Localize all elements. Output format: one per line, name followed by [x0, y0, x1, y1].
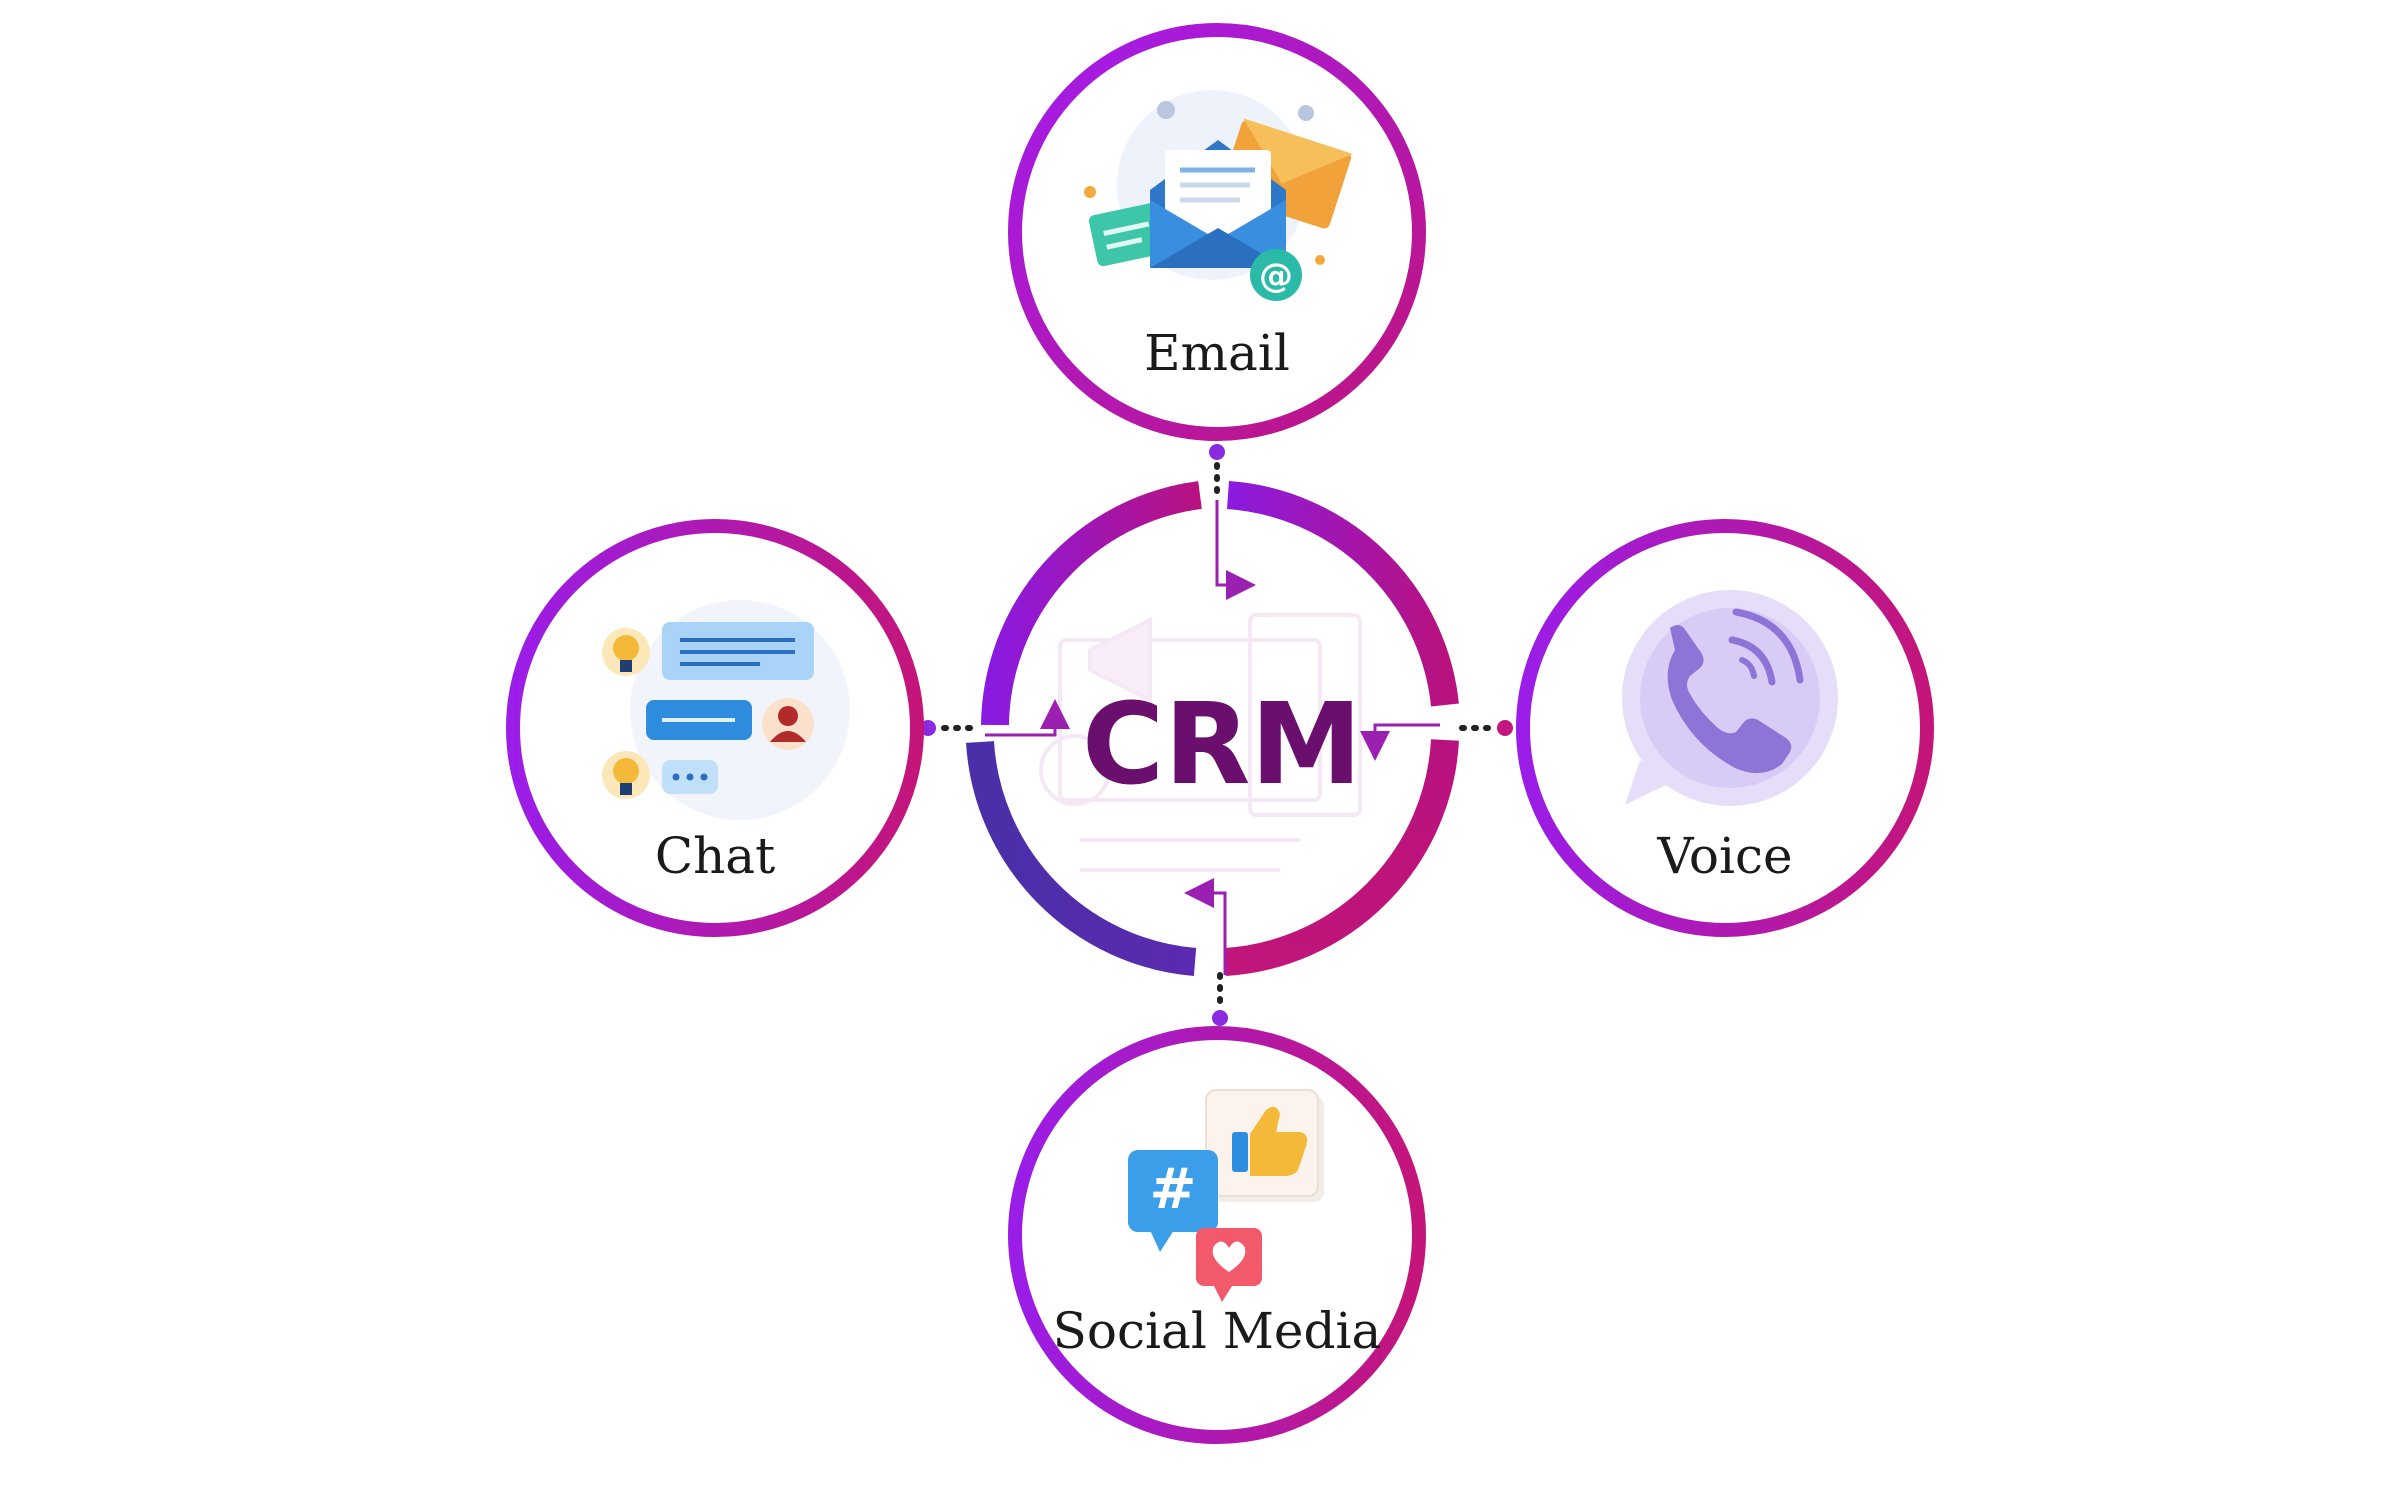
voice-connector: [1360, 720, 1513, 761]
chat-connector: [920, 699, 1070, 737]
crm-title: CRM: [1082, 680, 1362, 810]
node-label-chat: Chat: [655, 827, 775, 885]
connector-dot: [920, 720, 936, 736]
social-media-icon: #: [1128, 1089, 1324, 1302]
social-connector: [1184, 878, 1228, 1026]
crm-background-illustration: [1039, 613, 1362, 872]
envelope-icon: @: [1084, 90, 1353, 301]
crm-ring-top-arc: [981, 481, 1202, 726]
channel-node-email: @ Email: [1008, 23, 1426, 441]
crm-ring-top-right-arc: [1226, 481, 1459, 707]
channel-node-social: # Social Media: [1008, 1026, 1426, 1444]
svg-text:#: #: [1150, 1157, 1197, 1222]
node-label-email: Email: [1144, 324, 1290, 382]
connector-dot: [1212, 1010, 1228, 1026]
channel-node-chat: Chat: [506, 519, 924, 937]
node-label-social: Social Media: [1053, 1302, 1382, 1360]
node-label-voice: Voice: [1656, 827, 1792, 885]
phone-icon: [1622, 590, 1838, 806]
email-connector: [1209, 444, 1256, 600]
connector-dot: [1497, 720, 1513, 736]
crm-ring-right-arc: [1224, 739, 1459, 976]
connectors: [920, 444, 1513, 1026]
connector-dot: [1209, 444, 1225, 460]
channel-node-voice: Voice: [1516, 519, 1934, 937]
chat-bubbles-icon: [602, 600, 850, 820]
crm-hub: CRM: [966, 481, 1459, 976]
svg-text:@: @: [1259, 256, 1293, 296]
crm-ring-bottom-left-arc: [966, 741, 1197, 976]
